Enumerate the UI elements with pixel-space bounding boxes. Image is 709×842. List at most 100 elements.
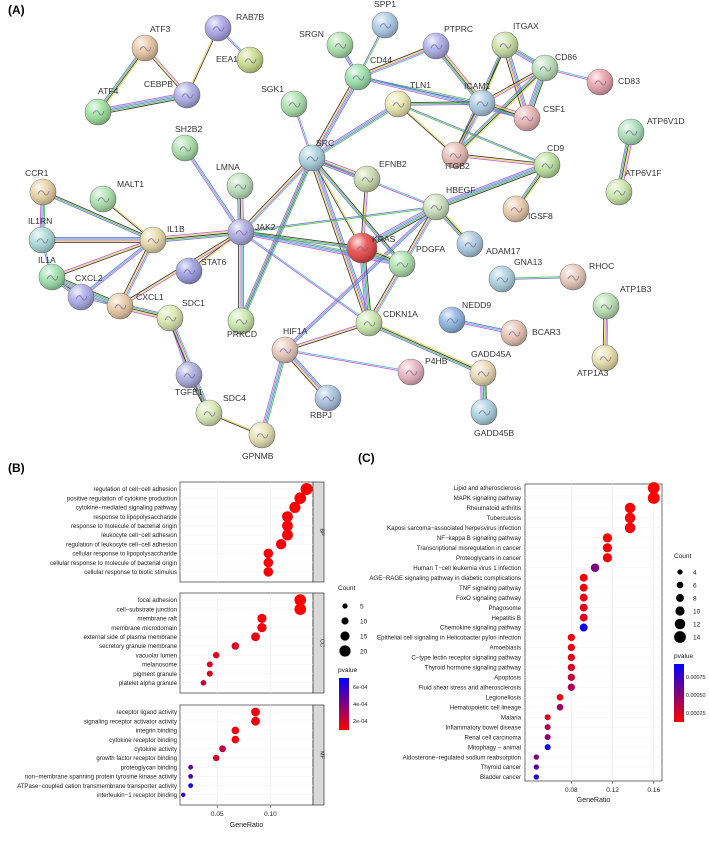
enrichment-dot [544,744,551,751]
pathway-label: Kaposi sarcoma−associated herpesvirus in… [387,525,521,532]
enrichment-dot [263,567,274,577]
enrichment-dot [251,632,260,642]
term-label: cellular response to molecule of bacteri… [50,560,177,567]
enrichment-dot [188,764,194,770]
term-label: membrane raft [137,616,177,623]
node-label: IL1B [167,224,185,234]
pathway-label: Chemokine signaling pathway [440,625,522,632]
enrichment-dot [544,724,551,731]
enrichment-dot [231,642,240,650]
enrichment-dot [579,623,588,632]
pathway-label: Renal cell carcinoma [464,734,521,741]
enrichment-dot [556,693,564,701]
network-node: ATF3 [131,24,171,62]
facet-strip-label: CC [319,639,325,647]
enrichment-dot [624,522,636,534]
term-label: non−membrane spanning protein tyrosine k… [25,774,178,781]
enrichment-dot [188,783,194,788]
network-node: GNA13 [488,257,542,293]
enrichment-dot [567,653,575,662]
size-legend-dot [341,617,349,625]
node-label: IL1RN [28,216,52,226]
facet-strip-label: BP [319,528,325,536]
node-label: IL1A [38,255,56,265]
network-edges [39,24,634,437]
network-edge [397,102,548,167]
node-label: ITGB2 [445,161,470,171]
enrichment-dot [231,735,240,744]
node-label: ADAM17 [486,246,521,256]
enrichment-dot [294,594,307,606]
pathway-label: Inflammatory bowel disease [445,724,521,731]
node-label: ATF3 [150,24,171,34]
network-edge [368,320,484,376]
size-legend-label: 20 [360,649,368,656]
network-edge [397,101,483,106]
network-node: CSF1 [513,104,565,132]
node-label: SPP1 [374,0,396,9]
enrichment-dot [180,792,186,797]
network-node: GADD45B [470,398,514,438]
network-node: SH2B2 [171,124,202,162]
node-label: BCAR3 [532,327,561,337]
enrichment-dot [624,502,636,514]
enrichment-dot [231,726,240,735]
enrichment-dot [567,663,575,672]
network-node: CD83 [586,68,640,96]
network-node: ATP6V1D [617,116,685,146]
network-node: CCR1 [25,168,57,206]
network-node: SGK1 [261,84,308,118]
network-edge [283,205,438,352]
node-label: RBPJ [310,410,332,420]
enrichment-dot [544,714,551,721]
pathway-label: Mitophagy − animal [468,744,521,751]
node-label: GPNMB [242,451,274,461]
term-label: cytokine activity [134,746,178,753]
pathway-label: NF−kappa B signaling pathway [437,535,522,542]
term-label: response to molecule of bacterial origin [71,523,177,530]
term-label: cellular response to biotic stimulus [84,569,177,576]
size-legend-label: 15 [360,634,368,641]
network-node: CEBPB [144,79,201,109]
network-node: CD44 [344,55,392,91]
network-node: EEA1 [216,46,264,74]
term-label: cytokine−mediated signaling pathway [76,505,178,512]
enrichment-dot [579,573,588,582]
node-label: MALT1 [117,179,144,189]
network-node: LMNA [216,162,254,200]
node-label: CD44 [370,55,392,65]
node-label: ATP6V1F [625,168,662,178]
enrichment-dot [567,633,575,642]
facet-panel [179,592,314,694]
network-node: P4HB [397,356,448,386]
enrichment-dot [300,483,313,495]
enrichment-dot [556,703,564,711]
network-node: CD86 [531,52,577,82]
size-legend-dot [340,631,350,641]
size-legend-label: 6 [693,583,697,590]
network-node: SRGN [299,29,354,59]
network-node: PRKCD [227,307,257,339]
node-label: PDGFA [416,244,445,254]
node-label: CEBPB [144,79,173,89]
node-label: LMNA [216,162,240,172]
network-node: ATP1B3 [592,284,652,320]
size-legend-label: 12 [693,622,701,629]
network-node: ATP1A3 [577,344,619,378]
network-edge [183,147,243,233]
enrichment-dot [602,533,613,543]
enrichment-dot [533,764,540,770]
network-edge [51,238,154,279]
size-legend-dot [675,606,685,616]
node-label: RHOC [589,261,614,271]
network-edge [97,92,188,115]
network-node: HBEGF [422,185,476,221]
pathway-label: Rheumatoid arthritis [466,505,521,512]
pathway-label: Thyroid cancer [481,764,521,771]
color-legend-title: pvalue [674,653,694,660]
enrichment-dot [200,680,207,686]
node-label: CSF1 [543,104,565,114]
